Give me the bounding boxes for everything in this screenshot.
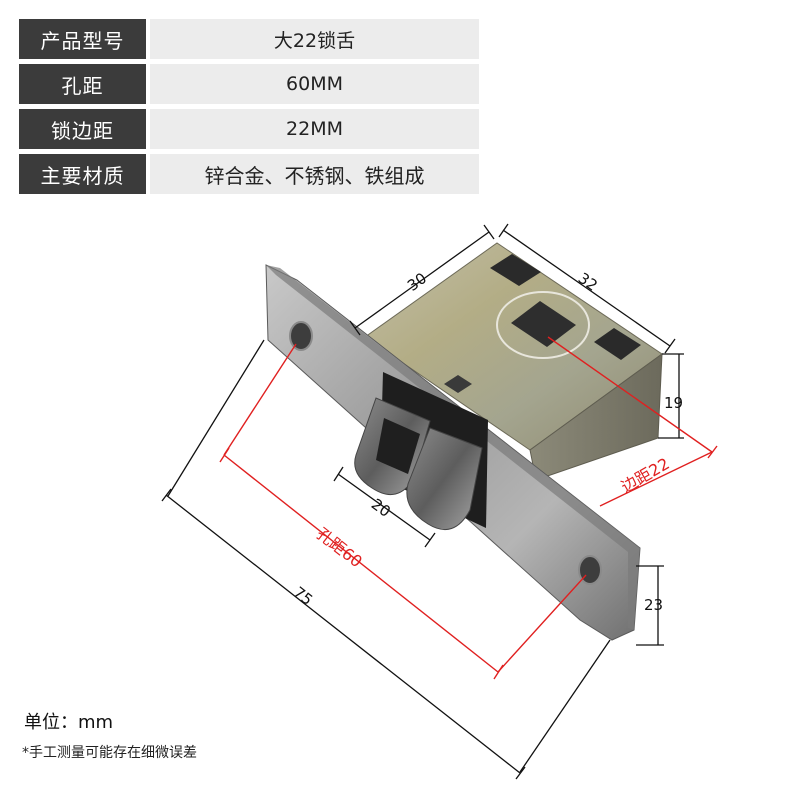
dim-label-32: 32 bbox=[575, 269, 601, 295]
dimension-lines-black bbox=[161, 223, 684, 780]
spec-value: 22MM bbox=[150, 109, 479, 149]
unit-note: 单位：mm bbox=[24, 712, 114, 733]
spec-label: 主要材质 bbox=[19, 154, 146, 194]
screw-hole-top bbox=[289, 321, 313, 351]
spec-value: 锌合金、不锈钢、铁组成 bbox=[150, 154, 479, 194]
spec-label: 孔距 bbox=[19, 64, 146, 104]
spec-row-edge-distance: 锁边距 22MM bbox=[19, 109, 479, 149]
spec-row-material: 主要材质 锌合金、不锈钢、铁组成 bbox=[19, 154, 479, 194]
dim-label-hole-spacing: 孔距60 bbox=[313, 524, 366, 571]
spindle-circle bbox=[496, 291, 590, 359]
spec-row-hole-spacing: 孔距 60MM bbox=[19, 64, 479, 104]
slot-small bbox=[444, 375, 472, 393]
latch-tongue-right bbox=[406, 427, 483, 531]
dimension-lines-red bbox=[219, 336, 718, 680]
measurement-disclaimer: *手工测量可能存在细微误差 bbox=[22, 745, 197, 761]
spec-label: 产品型号 bbox=[19, 19, 146, 59]
dim-label-30: 30 bbox=[404, 269, 430, 295]
slot-upper bbox=[490, 254, 541, 286]
spec-label: 锁边距 bbox=[19, 109, 146, 149]
spec-value: 60MM bbox=[150, 64, 479, 104]
spec-table: 产品型号 大22锁舌 孔距 60MM 锁边距 22MM 主要材质 锌合金、不锈钢… bbox=[19, 19, 479, 199]
dim-label-23: 23 bbox=[644, 596, 663, 614]
dim-label-75: 75 bbox=[290, 583, 316, 609]
dim-label-19: 19 bbox=[664, 394, 683, 412]
slot-right bbox=[594, 328, 641, 360]
spec-row-model: 产品型号 大22锁舌 bbox=[19, 19, 479, 59]
spec-value: 大22锁舌 bbox=[150, 19, 479, 59]
spindle-hole bbox=[511, 301, 576, 347]
latch-tongue-gap bbox=[376, 418, 420, 474]
